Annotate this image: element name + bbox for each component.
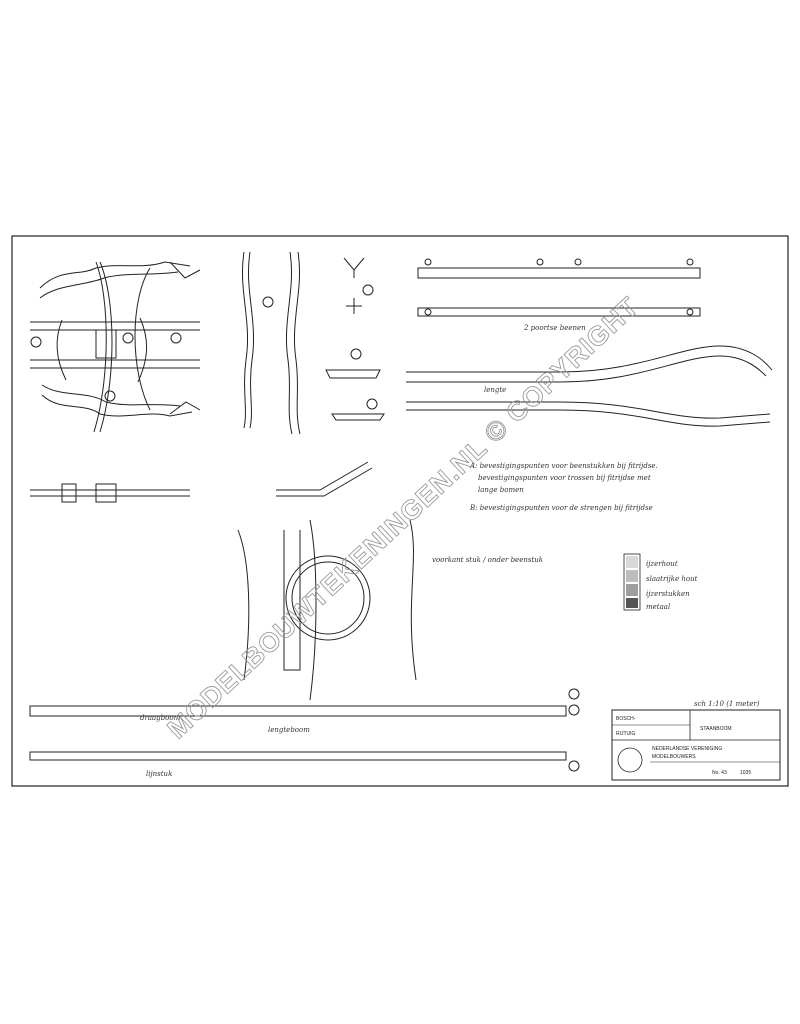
org-line-2: MODELBOUWERS bbox=[652, 754, 696, 760]
fifth-wheel-ring bbox=[237, 519, 417, 701]
curved-shafts bbox=[406, 345, 773, 427]
small-fittings bbox=[325, 257, 385, 421]
scale-label: sch 1:10 (1 meter) bbox=[694, 700, 760, 708]
flat-hardware bbox=[30, 461, 373, 503]
org-line-1: NEDERLANDSE VERENIGING bbox=[652, 746, 722, 752]
pole-mid-label: lengteboom bbox=[268, 726, 310, 734]
title-cell-b: RIJTUIG bbox=[616, 731, 636, 737]
circle-note: voorkant stuk / onder beenstuk bbox=[432, 556, 543, 564]
title-block: BOSCH- RIJTUIG STAANBOOM NEDERLANDSE VER… bbox=[611, 709, 781, 781]
side-bars bbox=[241, 251, 301, 435]
draw-poles bbox=[29, 688, 580, 772]
material-legend: ijzerhout slaatrijke hout ijzerstukken m… bbox=[623, 553, 698, 611]
section-note: lengte bbox=[484, 386, 506, 394]
crossbeams bbox=[417, 258, 701, 317]
svg-text:A: bevestigingspunten voor bee: A: bevestigingspunten voor beenstukken b… bbox=[469, 462, 658, 470]
svg-text:B: bevestigingspunten voor de: B: bevestigingspunten voor de strengen b… bbox=[469, 504, 653, 512]
pole-top-label: draagboom bbox=[140, 714, 181, 722]
fifth-wheel-top-view bbox=[30, 261, 201, 433]
drawing-frame bbox=[11, 235, 789, 787]
svg-text:lange bomen: lange bomen bbox=[478, 486, 524, 494]
pole-bottom-label: lijnstuk bbox=[146, 770, 172, 778]
sheet-number: 1035 bbox=[740, 770, 751, 776]
svg-text:metaal: metaal bbox=[646, 603, 670, 611]
beam-note: 2 poortse beenen bbox=[523, 324, 586, 332]
svg-text:ijzerstukken: ijzerstukken bbox=[646, 590, 690, 598]
sheet-label: No. 43 bbox=[712, 770, 727, 776]
drawing-title: STAANBOOM bbox=[700, 726, 732, 732]
svg-text:slaatrijke hout: slaatrijke hout bbox=[646, 575, 698, 583]
svg-text:ijzerhout: ijzerhout bbox=[646, 560, 678, 568]
title-cell-a: BOSCH- bbox=[616, 716, 636, 722]
svg-text:bevestigingspunten voor trosse: bevestigingspunten voor trossen bij fitr… bbox=[478, 474, 651, 482]
notes-block: A: bevestigingspunten voor beenstukken b… bbox=[469, 462, 658, 512]
